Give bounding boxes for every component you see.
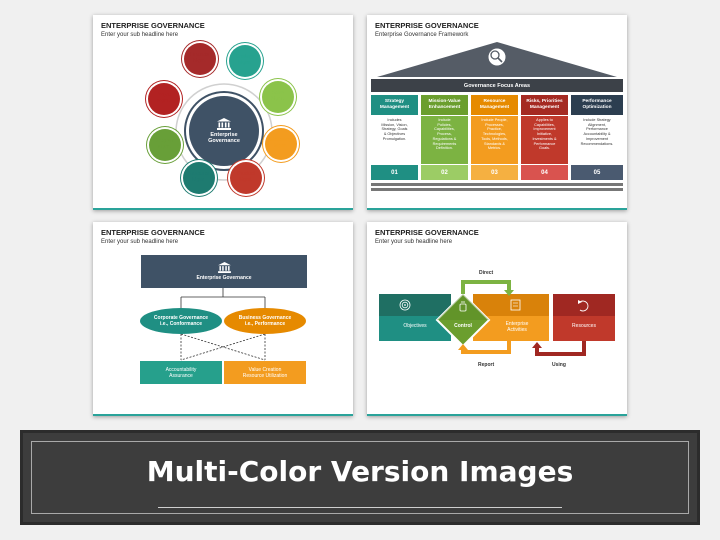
refresh-icon [578, 300, 589, 312]
label-using: Using [552, 362, 566, 368]
column-body-2: Include Policies, Capabilities, Process,… [421, 116, 468, 164]
top-governance-box: Enterprise Governance [141, 255, 307, 288]
magnifier-gear-icon [490, 50, 503, 63]
column-head-4: Risks, Priorities Management [521, 95, 568, 115]
slide-thumbnail-3[interactable]: ENTERPRISE GOVERNANCE Enter your sub hea… [93, 222, 353, 416]
column-body-3: Include People, Processes, Practice, Tec… [471, 116, 518, 164]
node-sales: Sales Mgmt. [262, 81, 294, 113]
value-creation-box: Value Creation Resource Utilization [224, 361, 306, 384]
top-label: Enterprise Governance [196, 275, 252, 281]
accountability-box: Accountability Assurance [140, 361, 222, 384]
banner-title: Multi-Color Version Images [146, 455, 574, 488]
label-direct: Direct [479, 270, 494, 276]
column-num-4: 04 [521, 165, 568, 180]
target-icon [399, 299, 411, 311]
column-num-1: 01 [371, 165, 418, 180]
column-num-3: 03 [471, 165, 518, 180]
business-governance-ellipse: Business Governance i.e., Performance [224, 308, 306, 334]
column-head-5: Performance Optimization [571, 95, 623, 115]
label-resources: Resources [572, 323, 596, 329]
node-strategy: Strategy Mgmt. [229, 45, 261, 77]
node-marketing: Marketing Mgmt. [265, 128, 297, 160]
node-resource: Resource Mgmt. [183, 162, 215, 194]
column-num-5: 05 [571, 165, 623, 180]
label-activities: Enterprise Activities [505, 321, 529, 333]
column-head-3: Resource Management [471, 95, 518, 115]
center-hub: Enterprise Governance [189, 96, 259, 166]
bank-icon [217, 262, 231, 273]
flow-diagram [379, 280, 615, 356]
column-body-1: Includes Mission, Vision, Strategy, Goal… [371, 116, 418, 164]
node-program: Program Mgmt. [149, 129, 181, 161]
node-financial: Financial Mgmt. [184, 43, 216, 75]
label-report: Report [478, 362, 495, 368]
version-banner: Multi-Color Version Images [20, 430, 700, 525]
column-head-1: Strategy Management [371, 95, 418, 115]
banner-underline [158, 507, 562, 508]
bank-icon [216, 117, 231, 130]
column-num-2: 02 [421, 165, 468, 180]
hand-icon [459, 301, 467, 312]
slide-thumbnail-4[interactable]: ENTERPRISE GOVERNANCE Enter your sub hea… [367, 222, 627, 416]
column-body-5: Include Strategy Alignment, Performance … [571, 116, 623, 164]
slide-subtitle: Enterprise Governance Framework [375, 32, 469, 38]
slide-title: ENTERPRISE GOVERNANCE [101, 228, 205, 237]
corporate-governance-ellipse: Corporate Governance i.e., Conformance [140, 308, 222, 334]
column-body-4: Applies to Capabilities, Improvement Ini… [521, 116, 568, 164]
node-project: Project Mgmt. [148, 83, 180, 115]
slide-title: ENTERPRISE GOVERNANCE [101, 21, 205, 30]
slide-title: ENTERPRISE GOVERNANCE [375, 228, 479, 237]
focus-areas-label: Governance Focus Areas [463, 82, 531, 89]
connector-lines [180, 288, 266, 361]
center-label: Enterprise Governance [208, 131, 240, 144]
label-control: Control [454, 323, 472, 329]
slide-subtitle: Enter your sub headline here [375, 239, 453, 245]
label-objectives: Objectives [403, 323, 427, 329]
slide-thumbnail-1[interactable]: ENTERPRISE GOVERNANCE Enter your sub hea… [93, 15, 353, 210]
column-head-2: Mission-Value Enhancement [421, 95, 468, 115]
building-icon [510, 299, 521, 311]
floor-lines [371, 183, 623, 191]
roof [371, 42, 623, 92]
slide-title: ENTERPRISE GOVERNANCE [375, 21, 479, 30]
slide-subtitle: Enter your sub headline here [101, 239, 179, 245]
slide-thumbnail-2[interactable]: ENTERPRISE GOVERNANCE Enterprise Governa… [367, 15, 627, 210]
slide-subtitle: Enter your sub headline here [101, 32, 179, 38]
banner-frame [31, 441, 689, 514]
node-product: Product Mgmt. [230, 162, 262, 194]
